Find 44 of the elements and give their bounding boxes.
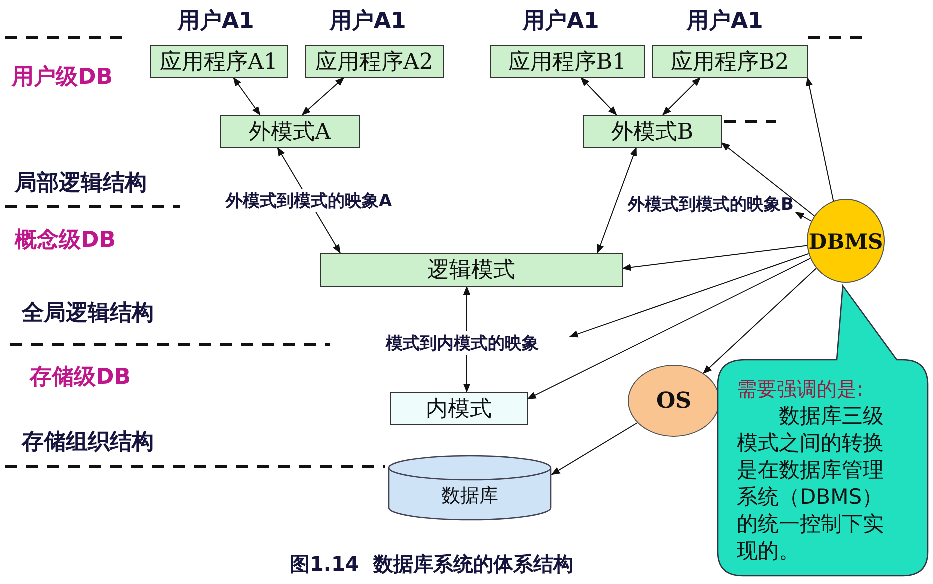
arrow	[551, 422, 638, 476]
os-ellipse: OS	[628, 365, 720, 437]
user-label: 用户A1	[687, 8, 764, 36]
user-label: 用户A1	[523, 8, 600, 36]
arrow	[463, 354, 471, 393]
double-arrow	[580, 77, 618, 116]
user-label: 用户A1	[330, 8, 406, 36]
arrow	[569, 253, 810, 338]
schema-box: 逻辑模式	[320, 253, 623, 287]
database-label: 数据库	[442, 484, 498, 509]
double-arrow	[233, 77, 261, 116]
double-arrow	[302, 77, 345, 116]
schema-box: 内模式	[390, 392, 528, 425]
speech-bubble	[715, 282, 930, 578]
double-arrow	[597, 147, 637, 254]
arrow	[463, 286, 471, 332]
mapping-label: 模式到内模式的映象	[355, 331, 570, 355]
schema-box: 应用程序B1	[490, 45, 645, 78]
double-arrow	[277, 147, 341, 254]
double-arrow	[662, 77, 702, 116]
level-label: 用户级DB	[12, 64, 114, 92]
arrow	[702, 268, 817, 374]
edge-label: 外模式到模式的映象A	[224, 189, 394, 212]
schema-box: 应用程序A2	[305, 45, 444, 78]
structure-label: 全局逻辑结构	[22, 300, 154, 328]
schema-box: 应用程序B2	[652, 45, 808, 78]
caption: 图1.14 数据库系统的体系结构	[290, 551, 574, 578]
arrow	[527, 258, 812, 400]
arrow	[721, 142, 816, 217]
arrow	[806, 77, 834, 202]
schema-box: 外模式B	[583, 115, 722, 148]
user-label: 用户A1	[178, 8, 254, 36]
arrow	[795, 212, 812, 222]
structure-label: 存储组织结构	[22, 429, 154, 457]
schema-box: 外模式A	[220, 115, 360, 148]
level-label: 存储级DB	[30, 364, 132, 392]
dbms-circle: DBMS	[807, 199, 885, 283]
level-label: 概念级DB	[15, 227, 116, 255]
mapping-label: 外模式到模式的映象B	[626, 192, 796, 216]
arrow	[622, 245, 808, 272]
schema-box: 应用程序A1	[150, 45, 288, 78]
structure-label: 局部逻辑结构	[15, 170, 147, 198]
callout-text: 数据库三级模式之间的转换是在数据库管理系统（DBMS）的统一控制下实现的。	[737, 403, 885, 565]
callout-heading: 需要强调的是:	[737, 376, 865, 403]
